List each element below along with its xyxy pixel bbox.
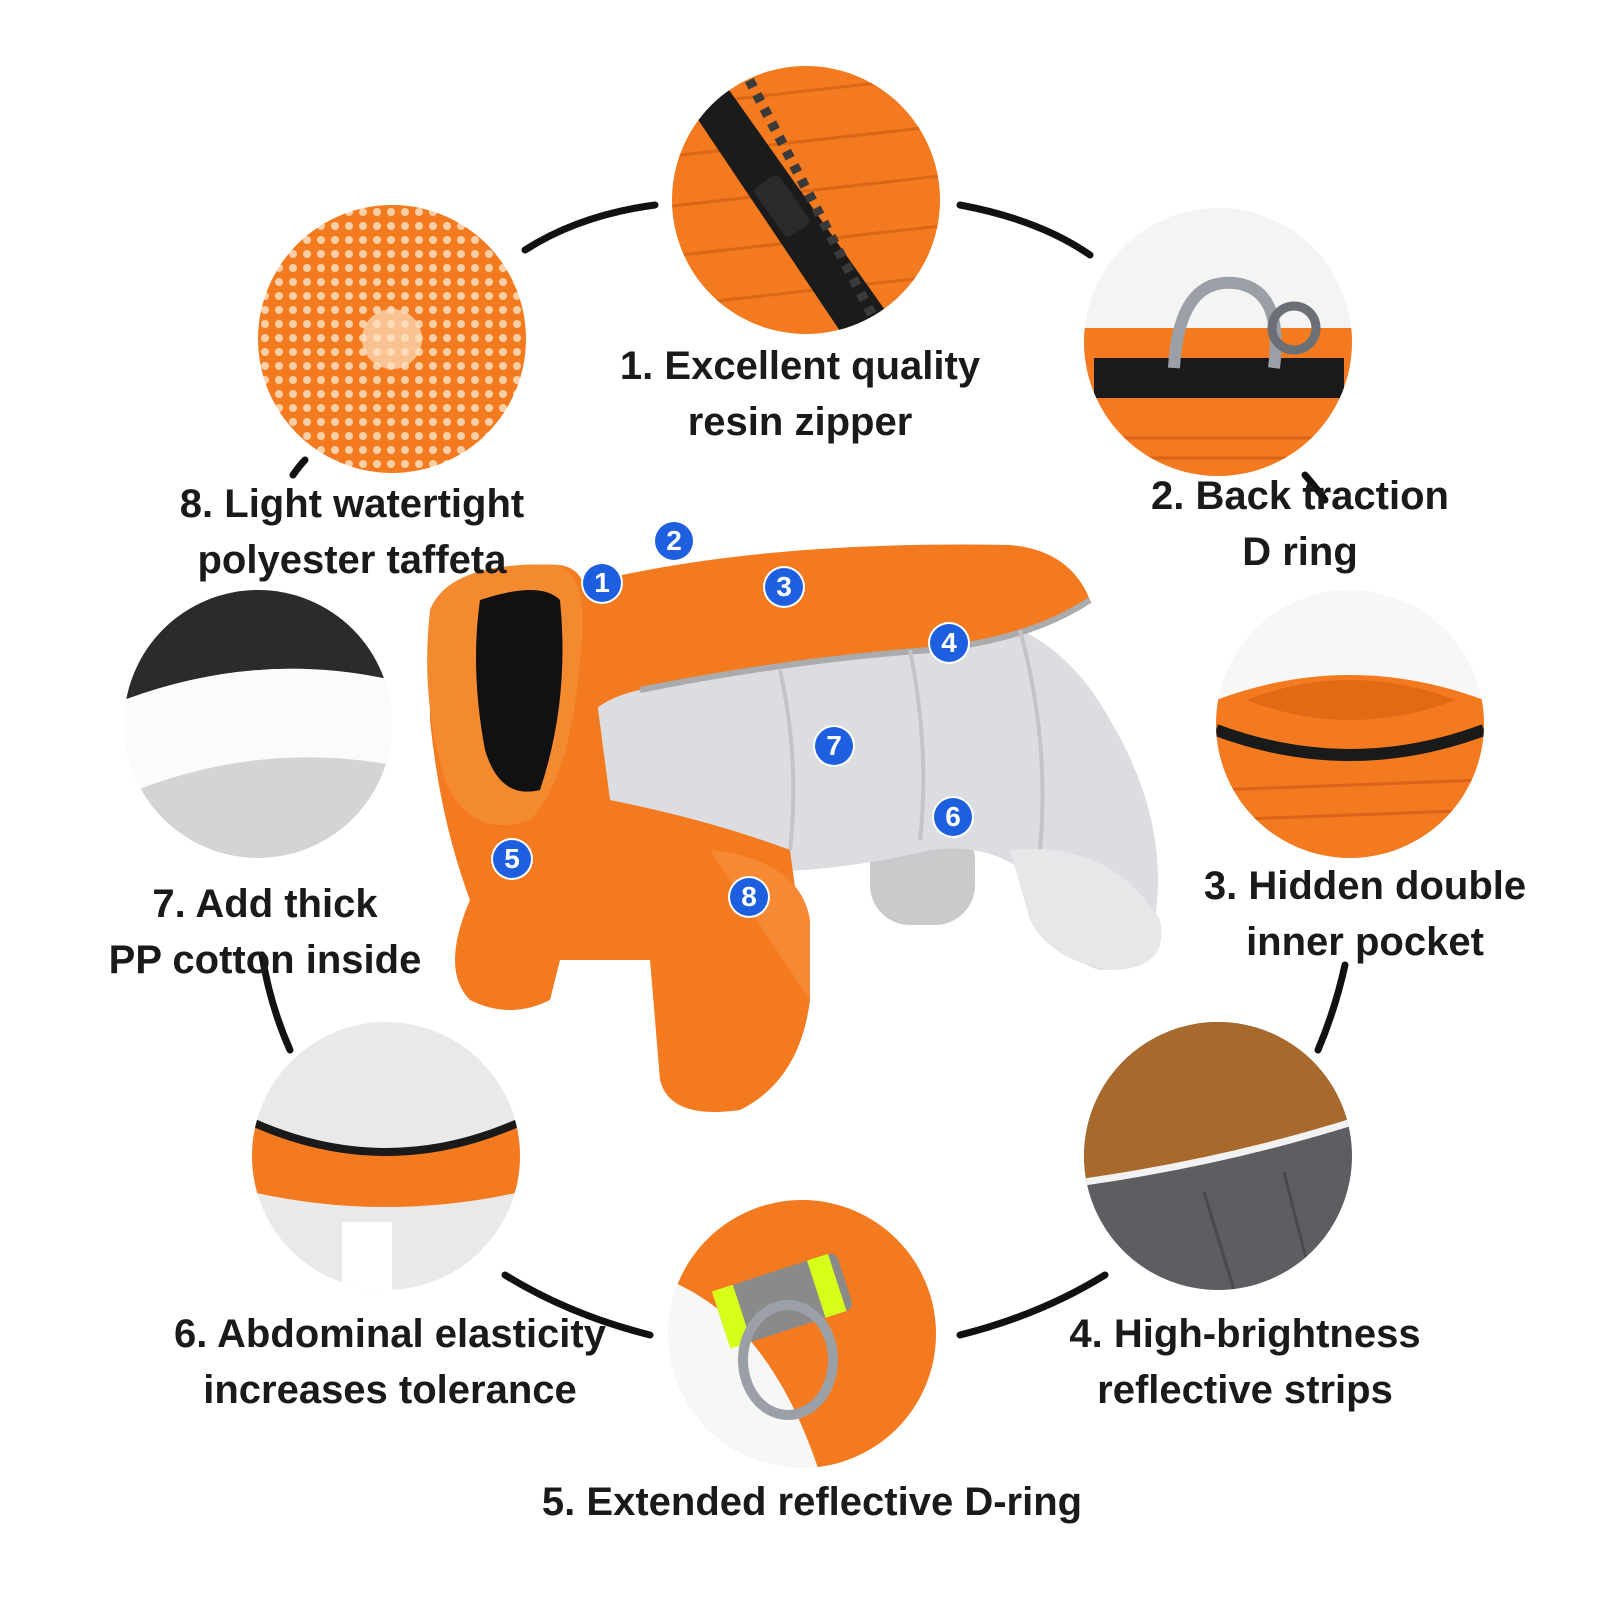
- feature-label-5: 5. Extended reflective D-ring: [541, 1480, 1083, 1524]
- pocket-detail-icon: [1216, 590, 1484, 858]
- pp-cotton-detail-icon: [124, 590, 392, 858]
- d-ring-detail-icon: [1084, 208, 1352, 476]
- badge-3: 3: [765, 568, 803, 606]
- badge-1: 1: [583, 564, 621, 602]
- arc-4-5: [956, 1271, 1109, 1339]
- badge-5: 5: [493, 840, 531, 878]
- arc-5-6: [501, 1271, 654, 1339]
- reflective-d-ring-detail-icon: [668, 1200, 936, 1468]
- arc-3-4: [1314, 961, 1349, 1054]
- badge-2: 2: [655, 522, 693, 560]
- arc-2-3: [1301, 471, 1329, 504]
- arc-7-8: [289, 456, 309, 479]
- badge-7: 7: [815, 727, 853, 765]
- arc-6-7: [258, 951, 294, 1054]
- badge-6: 6: [934, 798, 972, 836]
- badge-4: 4: [930, 624, 968, 662]
- badge-8: 8: [730, 878, 768, 916]
- zipper-detail-icon: [672, 66, 940, 334]
- elastic-band-detail-icon: [252, 1022, 520, 1290]
- reflective-strip-detail-icon: [1084, 1022, 1352, 1290]
- dog-coat-product: 1 2 3 4 5 6 7 8: [410, 520, 1200, 1140]
- arc-8-1: [521, 201, 659, 254]
- taffeta-fabric-detail-icon: [258, 205, 526, 473]
- arc-1-2: [956, 201, 1094, 259]
